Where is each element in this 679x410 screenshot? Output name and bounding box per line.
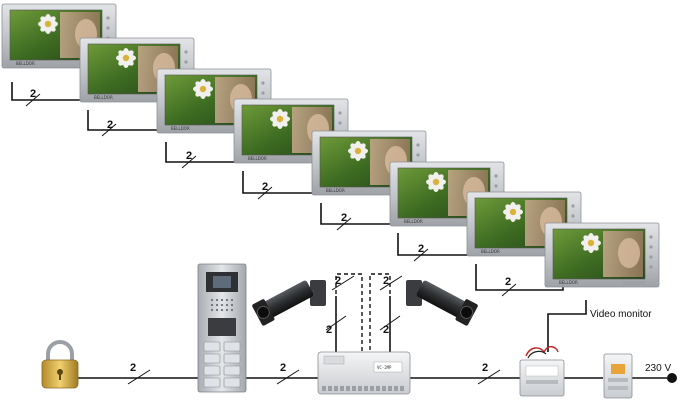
door-entry-panel-icon <box>197 263 247 393</box>
wire-count-power: 2 <box>482 362 488 374</box>
wire-count-cam-left-top: 2 <box>335 275 341 287</box>
wire-count-cam-right: 2 <box>383 324 389 336</box>
monitor-brand-1: BELLDOR <box>16 61 35 66</box>
cctv-camera-right-icon <box>406 280 478 326</box>
wire-count-7: 2 <box>505 276 511 288</box>
wiring <box>11 82 672 379</box>
controller-label: VC-2MP <box>377 365 392 370</box>
mains-terminal <box>667 373 677 383</box>
wire-count-cam-left: 2 <box>326 324 332 336</box>
power-supply-module-icon <box>519 346 565 397</box>
electric-lock-icon <box>41 340 79 389</box>
cctv-camera-left-icon <box>252 280 326 326</box>
wire-count-1: 2 <box>30 88 36 100</box>
monitor-brand-labels: BELLDOR BELLDOR BELLDOR BELLDOR BELLDOR … <box>16 61 578 285</box>
monitor-brand-2: BELLDOR <box>94 95 113 100</box>
wire-count-cam-right-top: 2 <box>383 275 389 287</box>
monitor-brand-5: BELLDOR <box>326 188 345 193</box>
mains-voltage-label: 230 V <box>645 363 671 374</box>
wire-count-4: 2 <box>262 181 268 193</box>
wire-count-lock: 2 <box>130 362 136 374</box>
video-monitor-label: Video monitor <box>590 309 652 320</box>
video-distributor-icon: VC-2MP <box>317 351 411 395</box>
wire-count-door: 2 <box>280 362 286 374</box>
monitor-brand-4: BELLDOR <box>248 156 267 161</box>
monitor-cascade <box>1 3 660 288</box>
wire-count-5: 2 <box>341 212 347 224</box>
wire-slashes <box>25 93 517 385</box>
monitor-brand-3: BELLDOR <box>171 126 190 131</box>
din-power-adapter-icon <box>603 353 633 399</box>
wire-count-3: 2 <box>186 150 192 162</box>
wire-count-2: 2 <box>107 119 113 131</box>
wiring-dashed <box>335 273 391 352</box>
wire-count-labels: 2 2 2 2 2 2 2 2 2 2 2 2 2 2 <box>30 88 511 374</box>
monitor-brand-7: BELLDOR <box>481 249 500 254</box>
video-monitor-8 <box>544 222 660 288</box>
wire-count-6: 2 <box>418 243 424 255</box>
monitor-brand-6: BELLDOR <box>404 219 423 224</box>
monitor-brand-8: BELLDOR <box>559 280 578 285</box>
